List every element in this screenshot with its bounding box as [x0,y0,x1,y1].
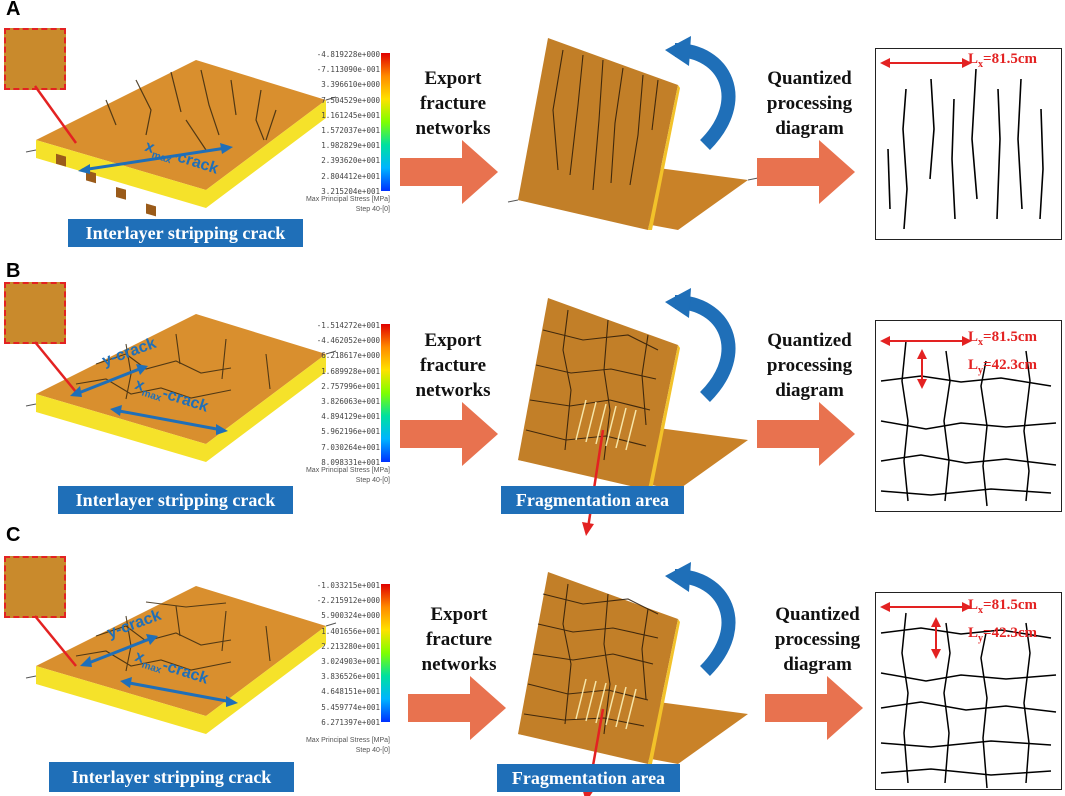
lx-measure: Lx=81.5cm [968,329,1037,348]
legend-value: 4.648151e+001 [321,687,380,697]
crack-arrow [78,143,233,174]
stripping-label: Interlayer stripping crack [49,762,294,792]
legend-value: 1.161245e+001 [321,110,380,120]
legend-values: -1.514272e+001 -4.462052e+000 6.218617e+00… [316,321,380,467]
panel-c: C y-crack xmax-crack -1.033215e+001-2.21… [0,524,1065,796]
legend-value: 3.215204e+001 [321,186,380,196]
xmax-crack-arrow [120,677,238,707]
slab-model [25,314,337,462]
legend-value: 7.504529e+000 [321,95,380,105]
stress-colorbar [381,324,390,462]
flow-arrow-1 [408,676,506,740]
stress-colorbar [381,53,390,191]
panel-letter: A [6,0,21,20]
legend-value: 1.982829e+001 [321,141,380,151]
fragmentation-label: Fragmentation area [497,764,680,792]
legend-value: 1.572037e+001 [321,126,380,135]
legend-values: -1.033215e+001 -2.215912e+000 5.900324e+00… [316,581,380,727]
stripping-label: Interlayer stripping crack [58,486,293,514]
legend-value: -1.514272e+001 [316,321,380,330]
y-crack-arrow [70,364,148,397]
rotate-arrow [665,288,736,402]
panel-a: A xmax-crack -4.819228e+000-7.113090e- [0,0,1065,262]
legend-value: 2.757996e+001 [321,381,380,391]
legend-caption: Max Principal Stress [MPa] [305,467,390,474]
legend-value: 2.804412e+001 [321,171,380,181]
quantized-diagram: Lx=81.5cm [875,48,1062,240]
lx-measure: Lx=81.5cm [968,597,1037,616]
legend-value: 1.689928e+001 [321,366,380,376]
folded-slab [518,298,748,536]
legend-value: -7.113090e-001 [316,65,380,75]
y-crack-arrow [80,634,158,667]
lx-measure: Lx=81.5cm [968,51,1037,70]
legend-caption: Max Principal Stress [MPa] [305,196,390,203]
legend-value: -2.215912e+000 [316,596,380,606]
flow-arrow-2 [765,676,863,740]
legend-step: Step 40-[0] [355,747,390,754]
folded-slab [507,38,759,230]
legend-value: 2.213280e+001 [321,641,380,651]
legend-value: 5.459774e+001 [321,702,380,712]
fragmentation-label: Fragmentation area [501,486,684,514]
panel-letter: C [6,524,21,546]
rotate-arrow [665,36,736,150]
ly-measure: Ly=42.3cm [968,357,1037,376]
panel-b: B y-crack xmax-crack -1.514272e+001-4.46… [0,260,1065,536]
legend-value: -1.033215e+001 [316,581,380,590]
ly-measure: Ly=42.3cm [968,625,1037,644]
legend-value: 3.826063e+001 [321,397,380,406]
legend-value: 6.218617e+000 [321,351,380,361]
flow-arrow-1 [400,402,498,466]
legend-value: 1.401656e+001 [321,626,380,636]
legend-value: 7.030264e+001 [321,442,380,452]
legend-value: 2.393620e+001 [321,156,380,166]
legend-step: Step 40-[0] [355,477,390,484]
legend-value: 8.098331e+001 [321,457,380,467]
stress-colorbar [381,584,390,722]
flow-arrow-2 [757,140,855,204]
stripping-label: Interlayer stripping crack [68,219,303,247]
zoom-inset [4,556,66,618]
legend-value: 3.396610e+000 [321,80,380,90]
legend-value: 5.900324e+000 [321,611,380,621]
legend-values: -4.819228e+000 -7.113090e-001 3.396610e+00… [316,50,380,196]
panel-letter: B [6,260,21,282]
legend-value: 4.894129e+001 [321,412,380,422]
legend-value: -4.819228e+000 [316,50,380,59]
xmax-crack-arrow [110,405,228,435]
flow-arrow-1 [400,140,498,204]
legend-value: 5.962196e+001 [321,427,380,437]
zoom-inset [4,28,66,90]
folded-slab [518,572,748,796]
quantized-diagram: Lx=81.5cm Ly=42.3cm [875,320,1062,512]
legend-value: -4.462052e+000 [316,336,380,346]
legend-value: 3.024903e+001 [321,657,380,666]
legend-value: 6.271397e+001 [321,717,380,727]
legend-caption: Max Principal Stress [MPa] [305,737,390,744]
legend-value: 3.836526e+001 [321,672,380,682]
rotate-arrow [665,562,736,676]
legend-step: Step 40-[0] [355,206,390,213]
quantized-diagram: Lx=81.5cm Ly=42.3cm [875,592,1062,790]
slab-model [25,586,337,734]
flow-arrow-2 [757,402,855,466]
